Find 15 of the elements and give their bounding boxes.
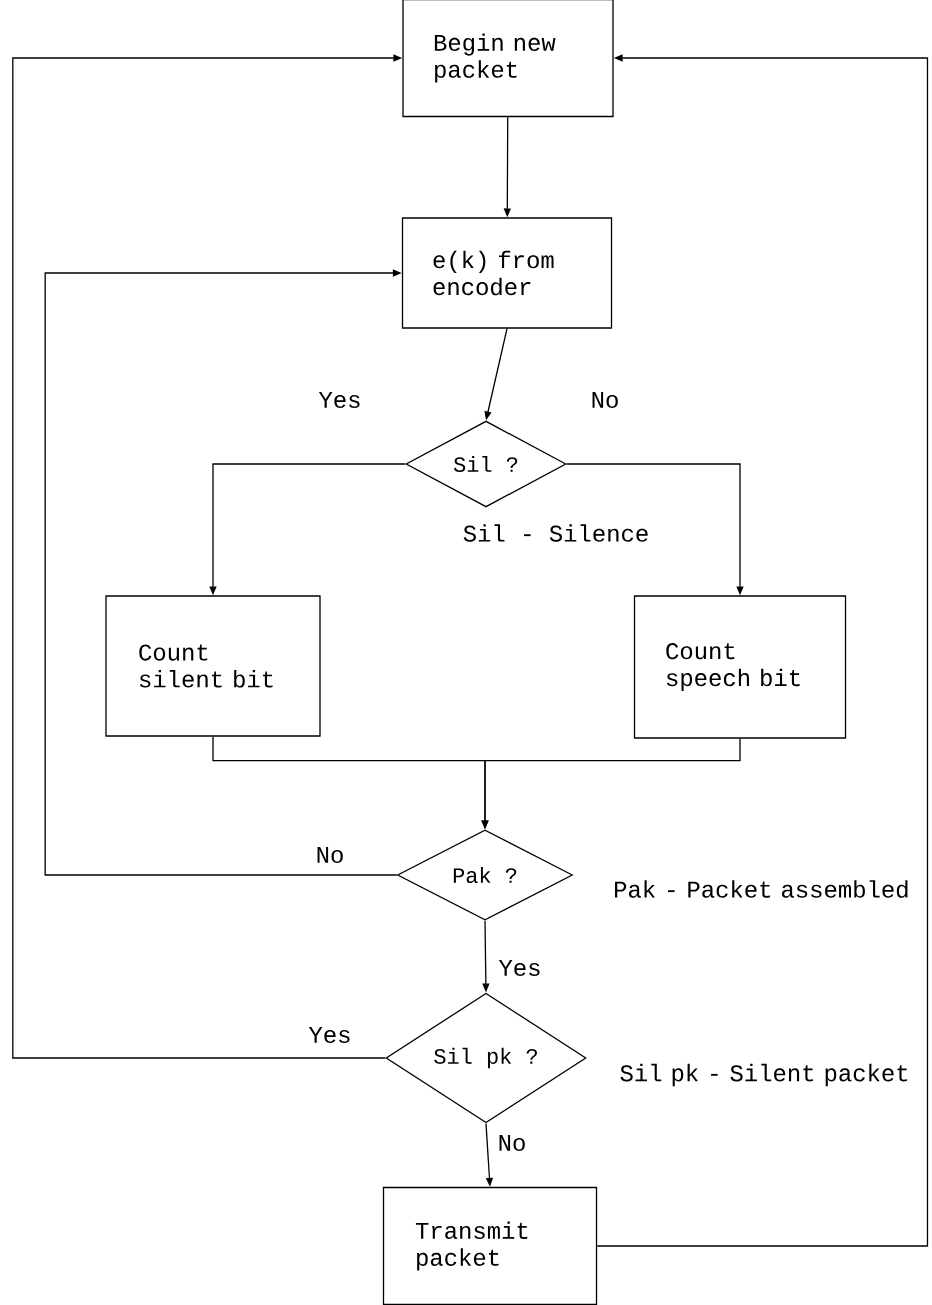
process-box: Transmit packet bbox=[382, 1186, 598, 1305]
note: Sil pk - Silent packet bbox=[620, 1063, 908, 1087]
arrow bbox=[596, 54, 929, 1247]
edge-label: No bbox=[589, 391, 621, 409]
process-box: e(k) from encoder bbox=[401, 217, 613, 329]
note: Sil - Silence bbox=[463, 524, 648, 542]
edge-label: No bbox=[314, 846, 346, 864]
process-box: Count silent bit bbox=[105, 595, 321, 737]
edge-label: Yes bbox=[307, 1026, 353, 1044]
edge-label: Yes bbox=[497, 959, 543, 977]
note: Pak - Packet assembled bbox=[615, 880, 908, 898]
process-box: Begin new packet bbox=[402, 0, 614, 118]
edge-label: Yes bbox=[317, 391, 363, 409]
edge-label: No bbox=[496, 1134, 528, 1152]
process-box: Count speech bit bbox=[633, 595, 847, 739]
